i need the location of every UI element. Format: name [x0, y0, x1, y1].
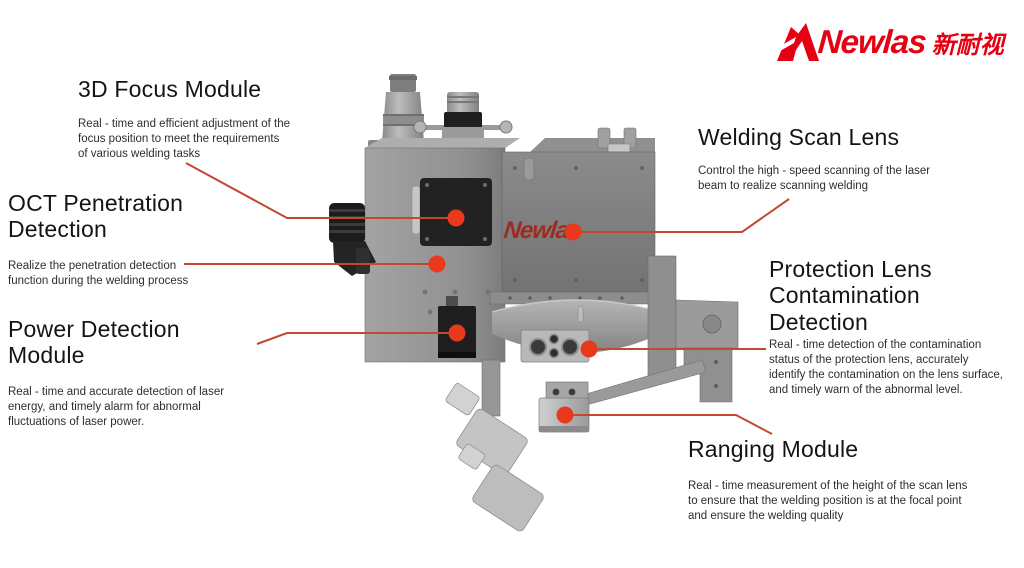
protect-dot: [580, 340, 598, 358]
callout-oct-penetration-detection: OCT Penetration Detection Realize the pe…: [8, 190, 240, 289]
callout-welding-scan-lens: Welding Scan Lens Control the high - spe…: [698, 124, 958, 194]
callout-protection-lens-contamination: Protection Lens Contamination Detection …: [769, 256, 1003, 398]
callout-title: Protection Lens Contamination Detection: [769, 256, 932, 335]
scan-leader-line: [578, 198, 790, 233]
brand-name-en: Newlas: [816, 23, 928, 60]
focus-dot: [447, 209, 465, 227]
callout-description: Real - time detection of the contaminati…: [769, 339, 1003, 397]
callout-description: Control the high - speed scanning of the…: [698, 165, 931, 193]
callout-lines: [184, 162, 790, 435]
callout-title: Power Detection Module: [8, 316, 180, 369]
ranging-dot: [556, 406, 574, 424]
brand-logo: Newlas 新耐视: [776, 20, 1004, 64]
protection-lens-panel: [520, 329, 590, 363]
callout-ranging-module: Ranging Module Real - time measurement o…: [688, 436, 978, 524]
clamp-brackets: [445, 359, 544, 532]
callout-description: Real - time measurement of the height of…: [688, 480, 968, 523]
power-dot: [448, 324, 466, 342]
cable-elbow: [329, 203, 376, 276]
oct-dot: [428, 255, 446, 273]
callout-title: 3D Focus Module: [78, 76, 262, 102]
scan-dot: [564, 223, 582, 241]
support-bracket: [585, 255, 739, 405]
machine-render: Newlas: [329, 74, 739, 532]
callout-title: Welding Scan Lens: [698, 124, 900, 150]
brand-name-cn: 新耐视: [931, 31, 1004, 59]
callout-title: OCT Penetration Detection: [8, 190, 184, 243]
callout-dots: [428, 209, 598, 424]
callout-power-detection-module: Power Detection Module Real - time and a…: [8, 316, 224, 430]
scan-lens-housing: Newlas: [501, 127, 656, 293]
callout-3d-focus-module: 3D Focus Module Real - time and efficien…: [78, 76, 298, 162]
callout-description: Real - time and accurate detection of la…: [8, 385, 225, 428]
callout-description: Realize the penetration detection functi…: [8, 259, 189, 287]
callout-description: Real - time and efficient adjustment of …: [78, 118, 291, 161]
newlas-n-mark-icon: [777, 23, 819, 61]
ranging-leader-line: [570, 414, 773, 435]
power-leader-line: [256, 332, 450, 345]
focus-leader-line: [185, 162, 450, 219]
callout-title: Ranging Module: [688, 436, 859, 462]
